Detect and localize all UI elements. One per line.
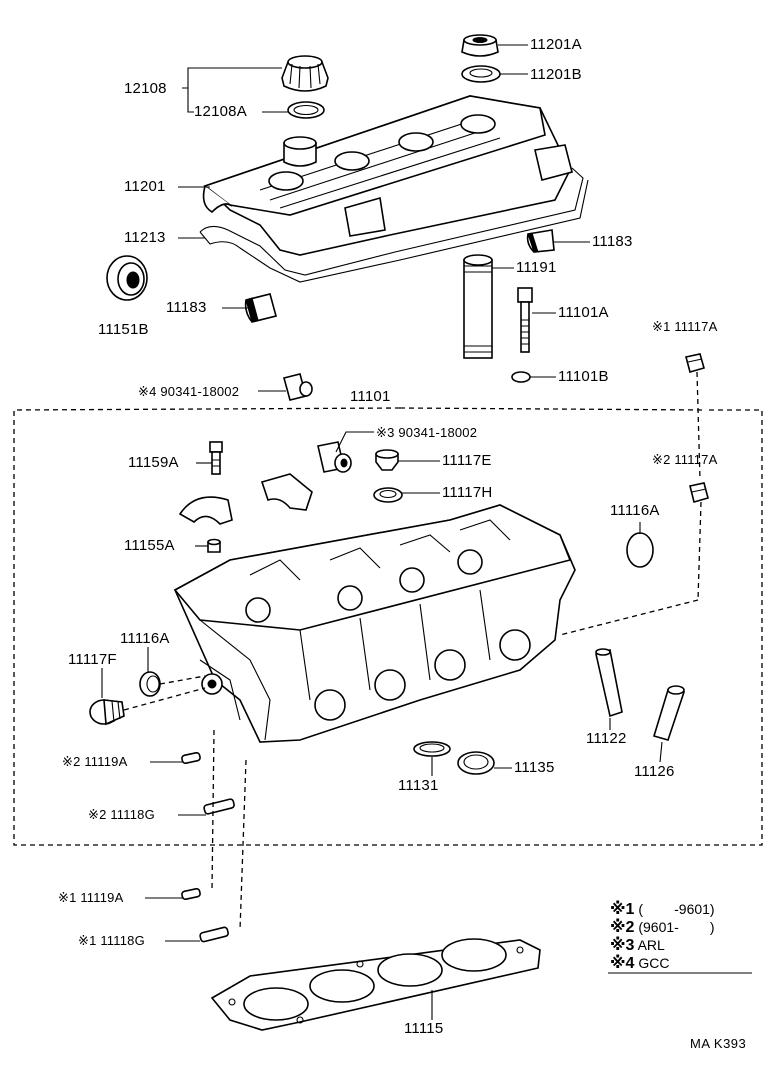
label-4-90341-18002: ※4 90341-18002	[138, 384, 240, 399]
legend-row-3: ※3 ARL	[610, 937, 665, 954]
legend-mark: ※1	[610, 901, 635, 918]
plug-11116A-right	[626, 532, 654, 568]
leader-lines	[101, 44, 663, 1020]
head-cover-gasket	[199, 167, 589, 283]
label-2-11119A: ※2 11119A	[62, 754, 128, 769]
label-11183-left: 11183	[166, 299, 207, 316]
plug-11116A-left	[139, 671, 161, 697]
camshaft-bearing-cap-2	[260, 473, 313, 511]
pin-1-11119A	[181, 887, 201, 901]
pin-2-11118G	[203, 798, 235, 815]
sensor-90341-gcc	[283, 373, 313, 401]
label-11117F: 11117F	[68, 651, 117, 668]
oil-filler-cap	[281, 55, 329, 92]
cylinder-head-cover	[202, 95, 573, 256]
label-11116A-left: 11116A	[120, 630, 170, 647]
seal-ring-11201B	[461, 65, 501, 83]
label-11131: 11131	[398, 777, 439, 794]
diagram-reference-code: MA K393	[690, 1036, 747, 1051]
guide-11122	[595, 648, 623, 718]
legend-text: ( -9601)	[638, 901, 715, 917]
legend-mark: ※2	[610, 919, 635, 936]
legend-row-4: ※4 GCC	[610, 955, 669, 972]
label-2-11117A: ※2 11117A	[652, 452, 718, 467]
label-1-11118G: ※1 11118G	[78, 933, 145, 948]
guide-11126	[652, 689, 686, 741]
label-11117H: 11117H	[442, 484, 493, 501]
cylinder-head	[173, 504, 576, 743]
label-11213: 11213	[124, 229, 166, 246]
label-11159A: 11159A	[128, 454, 179, 471]
legend-row-1: ※1 ( -9601)	[610, 901, 715, 918]
ring-11117H	[373, 487, 403, 503]
label-12108A: 12108A	[194, 103, 247, 120]
label-11201B: 11201B	[530, 66, 582, 83]
plug-11117E	[375, 449, 399, 471]
plug-11117F	[89, 699, 125, 726]
label-11135: 11135	[514, 759, 555, 776]
cylinder-head-gasket	[210, 938, 541, 1031]
plug-11117A-2	[689, 482, 709, 503]
label-11151B: 11151B	[98, 321, 149, 338]
legend-text: ARL	[637, 937, 665, 953]
label-11126: 11126	[634, 763, 675, 780]
label-11101B: 11101B	[558, 368, 609, 385]
spark-plug-tube	[463, 254, 493, 359]
label-11122: 11122	[586, 730, 627, 747]
legend-mark: ※4	[610, 955, 635, 972]
legend-text: GCC	[638, 955, 670, 971]
label-11191: 11191	[516, 259, 557, 276]
label-11155A: 11155A	[124, 537, 175, 554]
label-3-90341-18002: ※3 90341-18002	[376, 425, 478, 440]
pin-1-11118G	[199, 926, 229, 943]
label-11201: 11201	[124, 178, 166, 195]
label-11101A: 11101A	[558, 304, 609, 321]
head-bolt	[517, 287, 533, 353]
label-11183-right: 11183	[592, 233, 633, 250]
label-11117E: 11117E	[442, 452, 492, 469]
label-12108: 12108	[124, 80, 167, 97]
cap-gasket	[287, 101, 325, 119]
plug-11117A-1	[685, 353, 705, 373]
grommet-11201A	[461, 34, 499, 57]
label-11201A: 11201A	[530, 36, 582, 53]
oil-seal-11151B	[106, 255, 148, 301]
label-2-11118G: ※2 11118G	[88, 807, 155, 822]
camshaft-bearing-cap-1	[178, 496, 233, 525]
pin-2-11119A	[181, 751, 201, 765]
label-11101: 11101	[350, 388, 391, 405]
label-1-11117A: ※1 11117A	[652, 319, 718, 334]
legend-text: (9601- )	[638, 919, 715, 935]
head-bolt-washer	[511, 371, 531, 383]
label-11115: 11115	[404, 1020, 444, 1037]
label-11116A-right: 11116A	[610, 502, 660, 519]
legend-mark: ※3	[610, 937, 635, 954]
sensor-90341-arl	[317, 441, 352, 473]
label-1-11119A: ※1 11119A	[58, 890, 124, 905]
camshaft-bearing-cap-bolt	[209, 441, 223, 475]
legend-row-2: ※2 (9601- )	[610, 919, 715, 936]
